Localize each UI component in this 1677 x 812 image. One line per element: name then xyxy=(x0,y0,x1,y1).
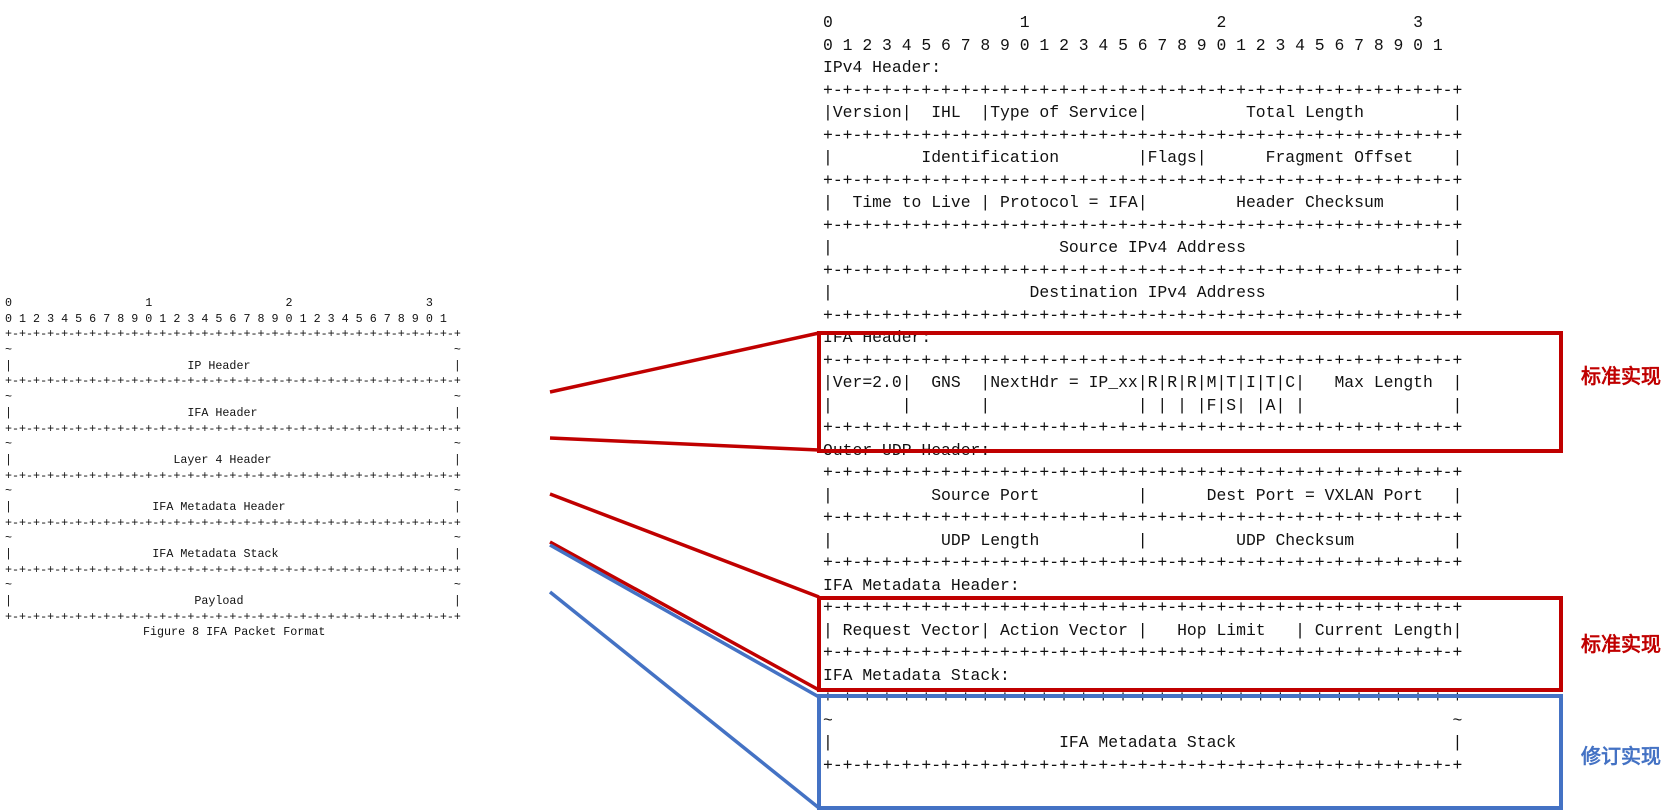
udp-line: | Source Port | Dest Port = VXLAN Port | xyxy=(823,485,1463,505)
ifa-header-line: | | | | | | |F|S| |A| | | xyxy=(823,395,1463,415)
ip-header-tilde: ~ ~ xyxy=(5,343,461,358)
ip-header-row: | IP Header | xyxy=(5,358,461,373)
udp-line: | UDP Length | UDP Checksum | xyxy=(823,530,1463,550)
metadata-header-connector-bottom xyxy=(549,540,820,692)
ipv4-line: | Destination IPv4 Address | xyxy=(823,283,1463,302)
metadata-header-label: 标准实现 xyxy=(1581,632,1661,656)
ipv4-line: |Version| IHL |Type of Service| Total Le… xyxy=(823,103,1463,122)
metadata-header-connector-top xyxy=(549,492,820,599)
packet-border: +-+-+-+-+-+-+-+-+-+-+-+-+-+-+-+-+-+-+-+-… xyxy=(5,562,461,577)
metadata-stack-connector-bottom xyxy=(548,590,821,810)
udp-line: +-+-+-+-+-+-+-+-+-+-+-+-+-+-+-+-+-+-+-+-… xyxy=(823,553,1463,572)
ipv4-line: +-+-+-+-+-+-+-+-+-+-+-+-+-+-+-+-+-+-+-+-… xyxy=(823,305,1463,325)
udp-line: +-+-+-+-+-+-+-+-+-+-+-+-+-+-+-+-+-+-+-+-… xyxy=(823,508,1463,527)
metadata-stack-line: | IFA Metadata Stack | xyxy=(823,733,1463,752)
packet-border: +-+-+-+-+-+-+-+-+-+-+-+-+-+-+-+-+-+-+-+-… xyxy=(5,421,461,436)
ipv4-line: +-+-+-+-+-+-+-+-+-+-+-+-+-+-+-+-+-+-+-+-… xyxy=(823,125,1463,145)
metadata-stack-row: | IFA Metadata Stack | xyxy=(5,547,461,561)
packet-border: +-+-+-+-+-+-+-+-+-+-+-+-+-+-+-+-+-+-+-+-… xyxy=(5,609,461,624)
ifa-header-label: 标准实现 xyxy=(1581,364,1661,388)
metadata-header-line: +-+-+-+-+-+-+-+-+-+-+-+-+-+-+-+-+-+-+-+-… xyxy=(823,643,1463,662)
ipv4-line: | Source IPv4 Address | xyxy=(823,238,1463,257)
bit-ruler-units: 0 1 2 3 4 5 6 7 8 9 0 1 2 3 4 5 6 7 8 9 … xyxy=(823,35,1443,55)
metadata-header-line: +-+-+-+-+-+-+-+-+-+-+-+-+-+-+-+-+-+-+-+-… xyxy=(823,598,1463,617)
metadata-stack-title: IFA Metadata Stack: xyxy=(823,665,1010,685)
packet-border: +-+-+-+-+-+-+-+-+-+-+-+-+-+-+-+-+-+-+-+-… xyxy=(5,327,461,342)
ifa-header-connector-top xyxy=(549,331,820,394)
ifa-header-tilde: ~ ~ xyxy=(5,390,461,405)
ifa-header-line: |Ver=2.0| GNS |NextHdr = IP_xx|R|R|R|M|T… xyxy=(823,373,1463,392)
payload-row: | Payload | xyxy=(5,594,461,609)
packet-border: +-+-+-+-+-+-+-+-+-+-+-+-+-+-+-+-+-+-+-+-… xyxy=(5,374,461,389)
metadata-header-tilde: ~ ~ xyxy=(5,484,461,499)
metadata-header-title: IFA Metadata Header: xyxy=(823,575,1020,595)
payload-tilde: ~ ~ xyxy=(5,578,461,593)
ipv4-line: +-+-+-+-+-+-+-+-+-+-+-+-+-+-+-+-+-+-+-+-… xyxy=(823,215,1463,235)
ifa-header-line: +-+-+-+-+-+-+-+-+-+-+-+-+-+-+-+-+-+-+-+-… xyxy=(823,350,1463,370)
layer4-header-row: | Layer 4 Header | xyxy=(5,452,461,467)
detailed-header-diagram: 0 1 2 3 0 1 2 3 4 5 6 7 8 9 0 1 2 3 4 5 6… xyxy=(823,12,1462,777)
metadata-header-line: | Request Vector| Action Vector | Hop Li… xyxy=(823,620,1463,640)
bit-ruler-tens: 0 1 2 3 xyxy=(5,296,433,310)
ipv4-header-title: IPv4 Header: xyxy=(823,58,942,77)
bit-ruler-units: 0 1 2 3 4 5 6 7 8 9 0 1 2 3 4 5 6 7 8 9 … xyxy=(5,311,447,326)
metadata-header-row: | IFA Metadata Header | xyxy=(5,499,461,514)
metadata-stack-connector-top xyxy=(549,543,820,699)
ipv4-line: | Time to Live | Protocol = IFA| Header … xyxy=(823,193,1463,212)
ipv4-line: | Identification |Flags| Fragment Offset… xyxy=(823,148,1463,167)
metadata-stack-line: +-+-+-+-+-+-+-+-+-+-+-+-+-+-+-+-+-+-+-+-… xyxy=(823,755,1463,775)
ipv4-line: +-+-+-+-+-+-+-+-+-+-+-+-+-+-+-+-+-+-+-+-… xyxy=(823,170,1463,190)
bit-ruler-tens: 0 1 2 3 xyxy=(823,13,1423,32)
packet-border: +-+-+-+-+-+-+-+-+-+-+-+-+-+-+-+-+-+-+-+-… xyxy=(5,468,461,483)
metadata-stack-line: ~ ~ xyxy=(823,710,1463,730)
metadata-stack-tilde: ~ ~ xyxy=(5,531,461,546)
metadata-stack-label: 修订实现 xyxy=(1581,744,1661,768)
ipv4-line: +-+-+-+-+-+-+-+-+-+-+-+-+-+-+-+-+-+-+-+-… xyxy=(823,80,1463,100)
ipv4-line: +-+-+-+-+-+-+-+-+-+-+-+-+-+-+-+-+-+-+-+-… xyxy=(823,260,1463,280)
layer4-header-tilde: ~ ~ xyxy=(5,437,461,452)
ifa-header-connector-bottom xyxy=(549,436,820,452)
ifa-header-line: +-+-+-+-+-+-+-+-+-+-+-+-+-+-+-+-+-+-+-+-… xyxy=(823,418,1463,437)
udp-line: +-+-+-+-+-+-+-+-+-+-+-+-+-+-+-+-+-+-+-+-… xyxy=(823,463,1463,482)
figure-caption: Figure 8 IFA Packet Format xyxy=(143,625,326,640)
ifa-header-row: | IFA Header | xyxy=(5,405,461,420)
packet-border: +-+-+-+-+-+-+-+-+-+-+-+-+-+-+-+-+-+-+-+-… xyxy=(5,515,461,530)
